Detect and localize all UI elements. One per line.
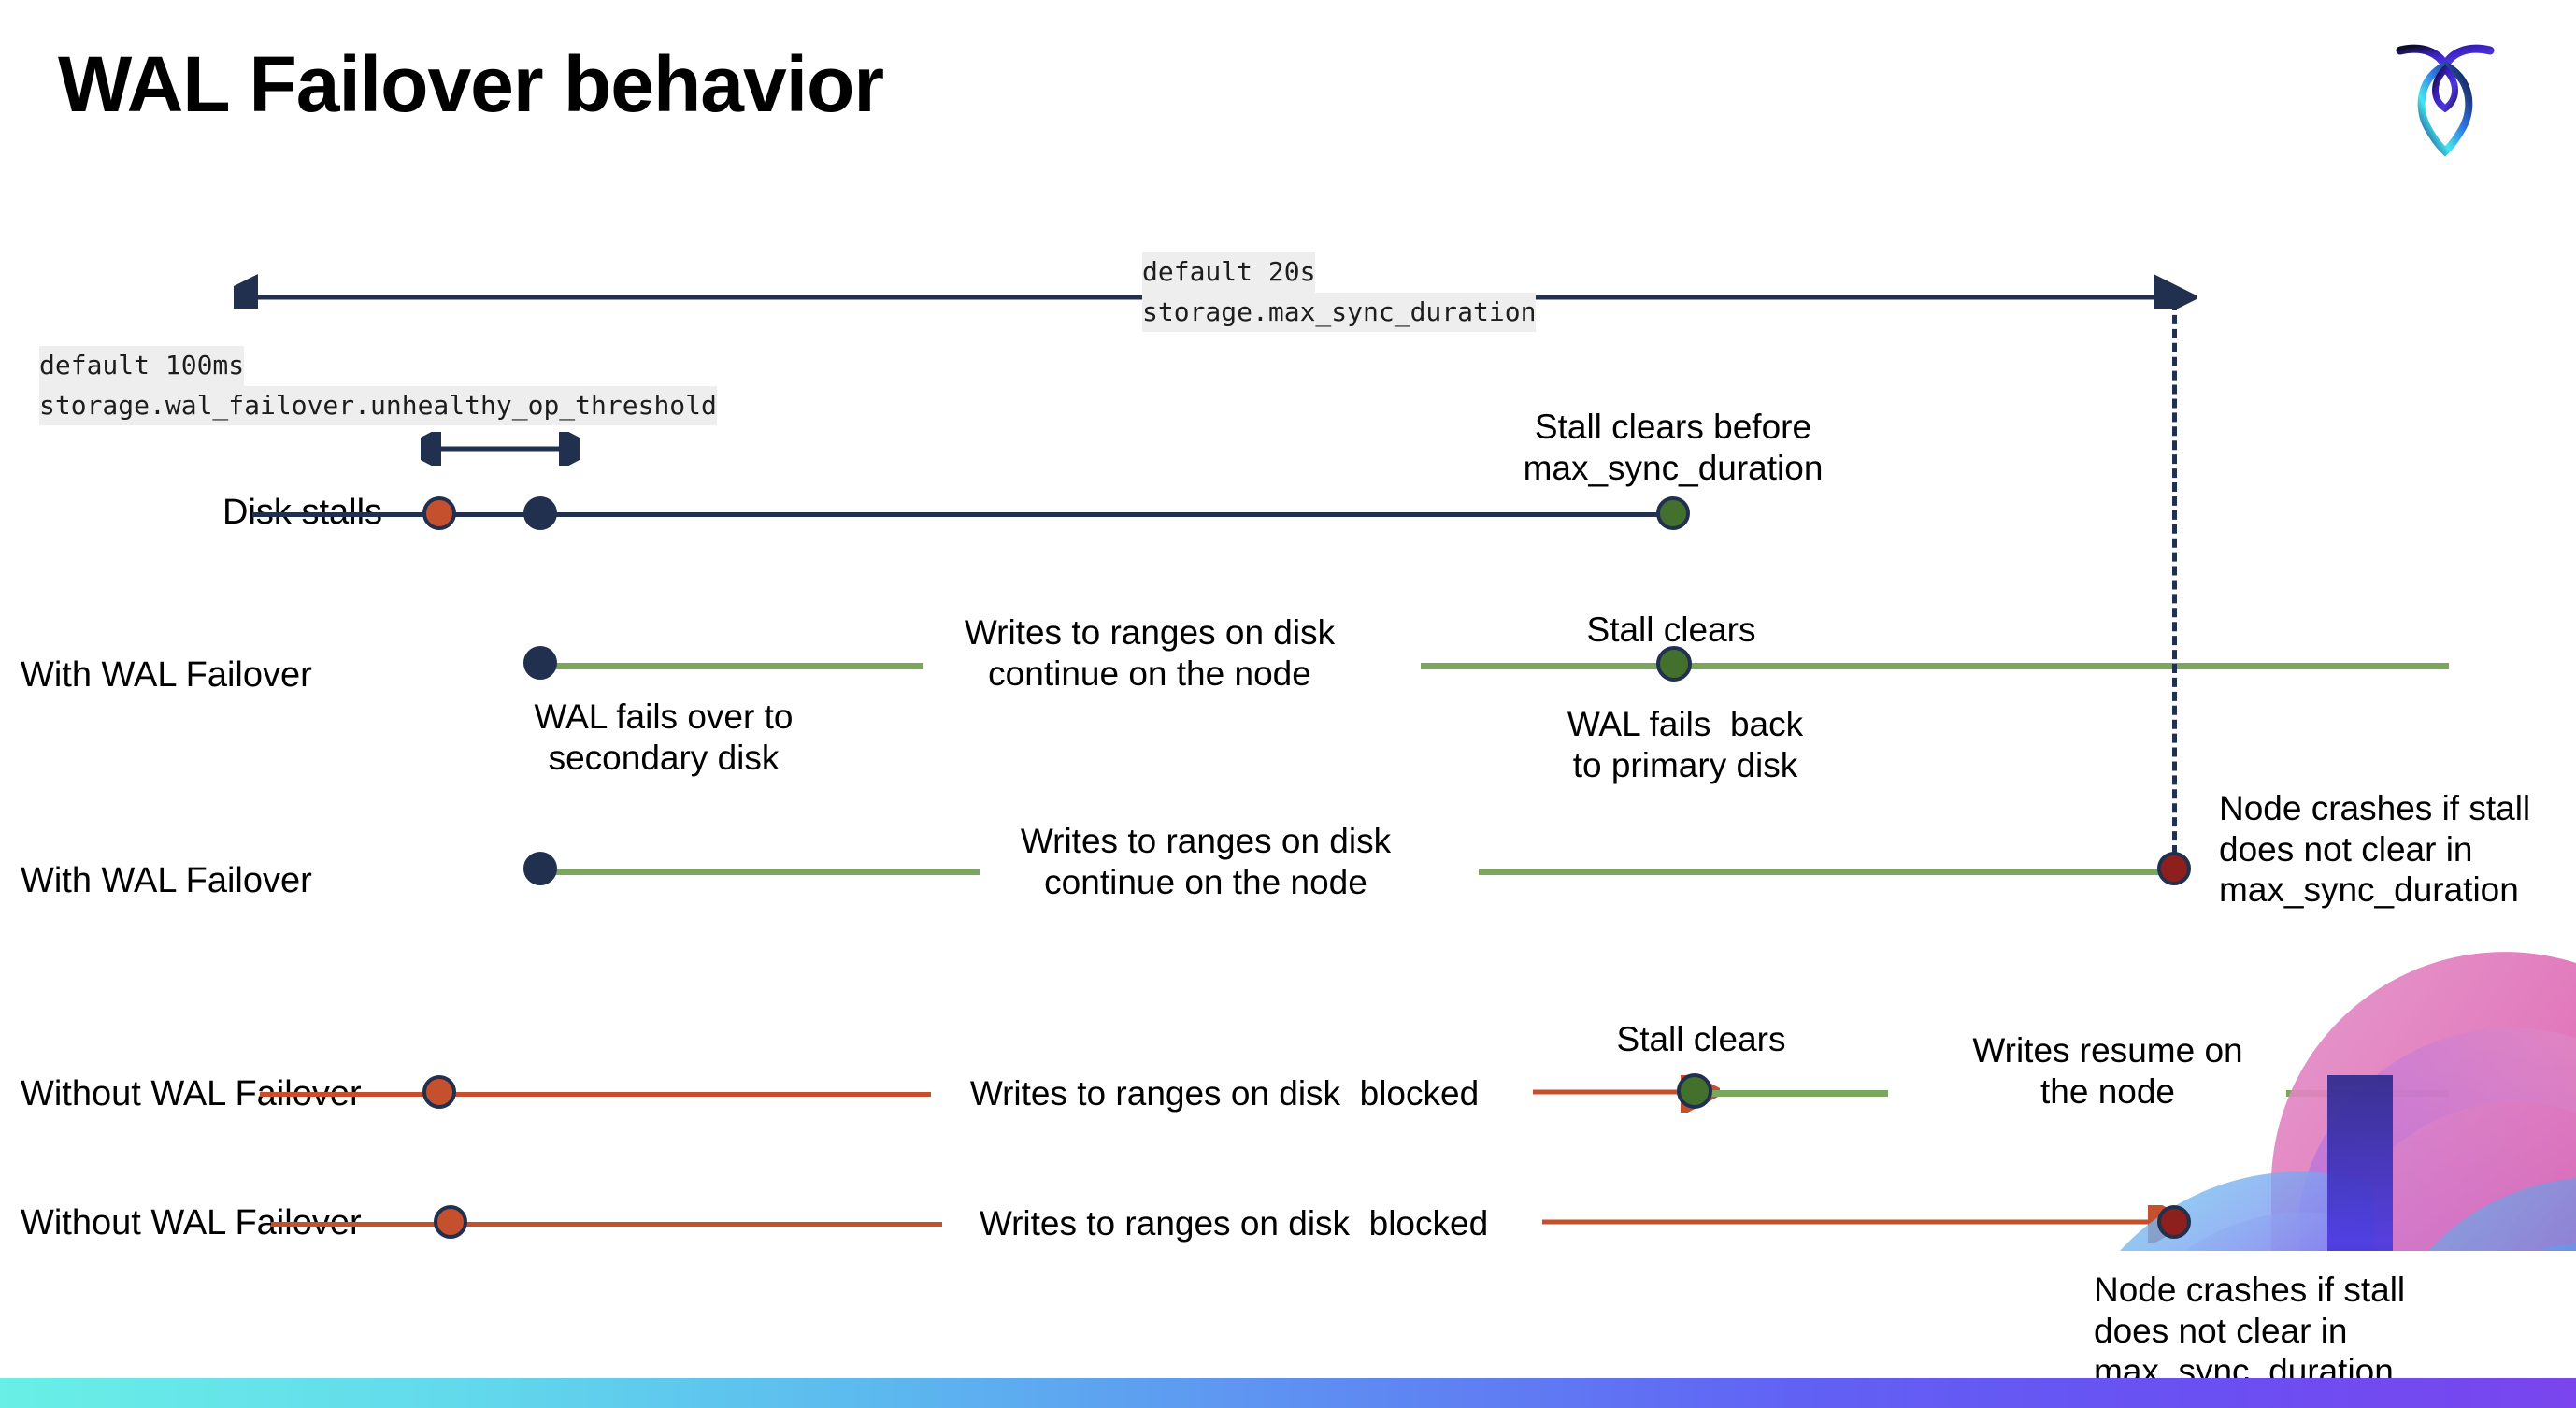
without-failover-1-stall-start-dot bbox=[422, 1075, 456, 1109]
annotation-stall-clears-before: Stall clears before max_sync_duration bbox=[1523, 408, 1824, 487]
node-crash-dot-2 bbox=[2157, 1205, 2191, 1239]
annotation-writes-resume: Writes resume on the node bbox=[1972, 1031, 2243, 1111]
without-failover-1-blocked-segment bbox=[260, 1092, 931, 1097]
without-failover-2-blocked-segment-a bbox=[271, 1222, 942, 1227]
unhealthy-op-threshold-annotation: default 100ms storage.wal_failover.unhea… bbox=[39, 346, 717, 426]
wal-fails-over-dot-2 bbox=[523, 852, 557, 885]
annotation-node-crashes-1: Node crashes if stall does not clear in … bbox=[2219, 789, 2531, 910]
with-failover-1-segment-b bbox=[1421, 663, 2449, 669]
unhealthy-op-threshold-span-arrow bbox=[421, 432, 580, 466]
node-crash-arrow-row5 bbox=[1542, 1205, 2187, 1243]
annotation-stall-clears-row2: Stall clears bbox=[1586, 611, 1756, 649]
annotation-writes-blocked-2: Writes to ranges on disk blocked bbox=[979, 1204, 1489, 1243]
with-failover-2-segment-a bbox=[540, 869, 980, 875]
disk-stall-clears-dot bbox=[1656, 496, 1690, 530]
wal-fails-over-dot-1 bbox=[523, 646, 557, 680]
disk-stall-start-dot bbox=[422, 496, 456, 530]
max-sync-setting-name: storage.max_sync_duration bbox=[1142, 292, 1537, 333]
with-failover-1-segment-a bbox=[540, 663, 923, 669]
without-failover-1-resume-segment-a bbox=[1710, 1090, 1888, 1097]
annotation-wal-fails-back: WAL fails back to primary disk bbox=[1567, 705, 1804, 784]
max-sync-default-label: default 20s bbox=[1142, 252, 1316, 293]
annotation-stall-clears-row4: Stall clears bbox=[1616, 1020, 1786, 1058]
row-label-with-wal-failover-1: With WAL Failover bbox=[21, 655, 312, 695]
annotation-writes-continue-2: Writes to ranges on disk continue on the… bbox=[1020, 822, 1392, 901]
page-title: WAL Failover behavior bbox=[58, 40, 884, 128]
bottom-gradient-bar bbox=[0, 1378, 2576, 1408]
max-sync-duration-annotation: default 20s storage.max_sync_duration bbox=[1142, 252, 1537, 333]
disk-stalls-timeline bbox=[252, 512, 1673, 517]
unhealthy-op-setting-name: storage.wal_failover.unhealthy_op_thresh… bbox=[39, 385, 717, 426]
without-failover-1-resume-segment-b bbox=[2286, 1090, 2449, 1097]
unhealthy-op-default-label: default 100ms bbox=[39, 346, 245, 386]
with-failover-2-segment-b bbox=[1479, 869, 2182, 875]
disk-stall-threshold-dot bbox=[523, 496, 557, 530]
row-label-with-wal-failover-2: With WAL Failover bbox=[21, 861, 312, 900]
annotation-writes-blocked-1: Writes to ranges on disk blocked bbox=[969, 1074, 1480, 1113]
stall-clears-arrow-row4 bbox=[1533, 1075, 1720, 1113]
node-crash-dot-1 bbox=[2157, 852, 2191, 885]
without-failover-1-stall-clears-dot bbox=[1677, 1073, 1712, 1109]
annotation-node-crashes-2: Node crashes if stall does not clear in … bbox=[2094, 1271, 2406, 1391]
cockroachdb-logo-icon bbox=[2396, 44, 2495, 157]
without-failover-2-stall-start-dot bbox=[434, 1205, 467, 1239]
wal-fails-back-dot bbox=[1656, 646, 1692, 682]
annotation-writes-continue-1: Writes to ranges on disk continue on the… bbox=[964, 613, 1336, 693]
max-sync-duration-dashed-guide bbox=[2172, 301, 2177, 855]
annotation-wal-fails-over: WAL fails over to secondary disk bbox=[534, 697, 794, 777]
